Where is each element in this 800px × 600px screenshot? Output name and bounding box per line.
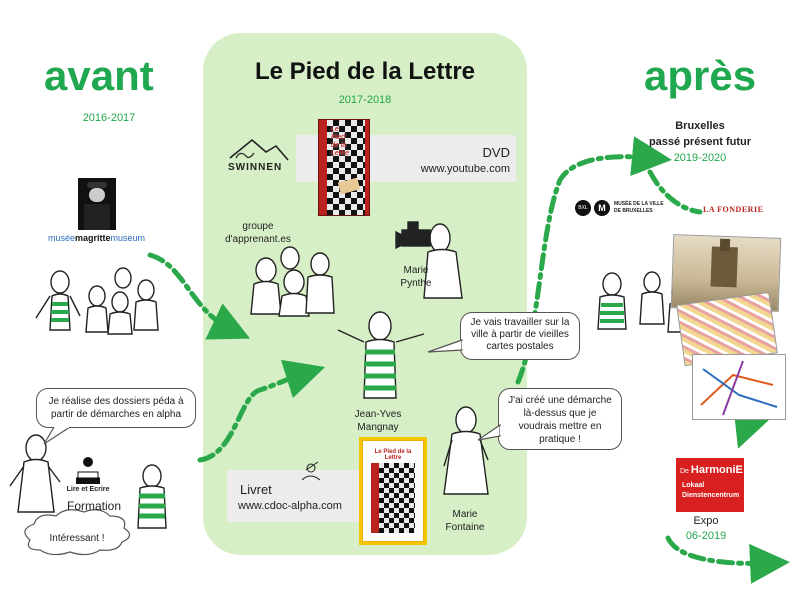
lire-ecrire-logo-text: Lire et Ecrire: [66, 486, 110, 493]
harmonie-line3: Dienstencentrum: [682, 492, 740, 499]
avant-group-figure: [107, 267, 133, 335]
magritte-painting-image: [78, 178, 116, 230]
formation-label: Formation: [66, 499, 122, 513]
dossiers-speech-bubble: Je réalise des dossiers péda à partir de…: [36, 388, 196, 428]
marie-fontaine-label: Marie Fontaine: [445, 509, 485, 533]
expo-label: Expo: [693, 515, 719, 527]
formation-learner-figure: [137, 464, 167, 529]
avant-group-figure: [85, 285, 109, 333]
apres-subtitle-city: Bruxelles: [675, 120, 725, 132]
marie-pynthe-figure: [395, 221, 463, 299]
dvd-url[interactable]: www.youtube.com: [420, 163, 510, 175]
apres-years: 2019-2020: [673, 152, 727, 164]
swinnen-logo-text: SWINNEN: [228, 162, 283, 173]
fonderie-logo: LA FONDERIE: [703, 205, 764, 214]
jean-yves-label: Jean-Yves Mangnay: [354, 409, 402, 433]
harmonie-title: De HarmoniE: [680, 464, 743, 476]
jean-yves-figure: [337, 311, 425, 399]
jean-speech-bubble: Je vais travailler sur la ville à partir…: [460, 312, 580, 360]
center-years: 2017-2018: [338, 94, 392, 106]
harmonie-logo: De HarmoniE Lokaal Dienstencentrum: [676, 458, 744, 512]
transit-map-image: [692, 354, 786, 420]
expo-date: 06-2019: [685, 530, 727, 542]
livret-url[interactable]: www.cdoc-alpha.com: [238, 500, 342, 512]
livret-label: Livret: [240, 482, 272, 497]
center-title: Le Pied de la Lettre: [254, 58, 476, 85]
marie-pynthe-label: Marie Pynthe: [400, 265, 432, 289]
livret-cover-image: Le Pied de la Lettre: [362, 440, 424, 542]
dossiers-author-figure: [9, 434, 61, 513]
apres-subtitle: passé présent futur: [648, 136, 752, 148]
avant-title: avant: [44, 52, 154, 99]
magritte-logo-text: muséemagrittemuseum: [48, 233, 146, 243]
avant-group-figure: [133, 279, 159, 331]
musee-ville-text: MUSÉE DE LA VILLE DE BRUXELLES: [614, 201, 664, 214]
groupe-label: groupe d'apprenant.es: [225, 221, 291, 245]
apprenants-group-figure: [250, 246, 335, 317]
dvd-label: DVD: [482, 145, 510, 160]
avant-group-figure: [35, 270, 81, 331]
harmonie-line2: Lokaal: [682, 482, 705, 489]
apres-title: après: [644, 52, 757, 99]
livret-card: [227, 470, 363, 522]
bxl-badge: BXL: [575, 200, 591, 216]
m-badge: M: [594, 200, 610, 216]
avant-years: 2016-2017: [82, 112, 136, 124]
marie-fontaine-figure: [443, 406, 489, 495]
marie-fontaine-speech-bubble: J'ai créé une démarche là-dessus que je …: [498, 388, 622, 450]
interessant-text: Intéressant !: [49, 533, 105, 544]
